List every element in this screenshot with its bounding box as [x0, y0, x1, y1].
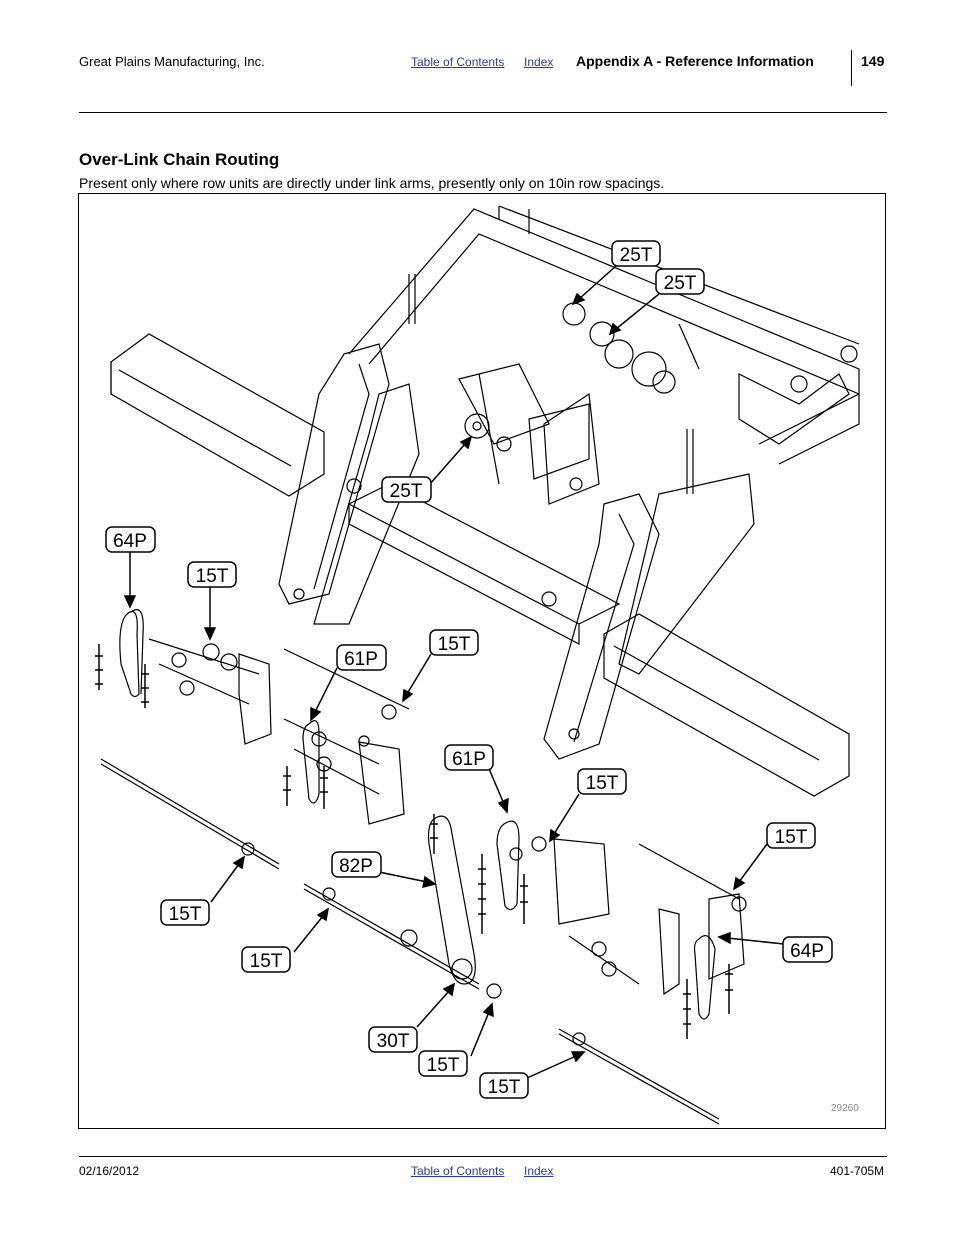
- footer-date: 02/16/2012: [79, 1164, 140, 1178]
- footer-toc-link[interactable]: Table of Contents: [411, 1164, 505, 1178]
- callout-15t-1: 15T: [187, 561, 237, 588]
- svg-text:15T: 15T: [196, 566, 229, 587]
- svg-text:61P: 61P: [344, 649, 378, 670]
- svg-text:25T: 25T: [390, 481, 423, 502]
- callout-61p-2: 61P: [444, 744, 494, 771]
- appendix-title: Appendix A - Reference Information: [576, 53, 814, 69]
- svg-text:15T: 15T: [488, 1077, 521, 1098]
- callout-15t-8: 15T: [479, 1072, 529, 1099]
- callout-15t-5: 15T: [160, 899, 210, 926]
- header-index-link[interactable]: Index: [524, 55, 554, 69]
- footer-index-link[interactable]: Index: [524, 1164, 554, 1178]
- svg-text:15T: 15T: [427, 1055, 460, 1076]
- callout-25t-2: 25T: [655, 268, 705, 295]
- header-divider: [851, 50, 852, 86]
- callout-25t-1: 25T: [611, 240, 661, 267]
- callout-25t-3: 25T: [381, 476, 432, 503]
- section-title: Over-Link Chain Routing: [79, 150, 280, 169]
- section-description: Present only where row units are directl…: [79, 175, 665, 191]
- page-number: 149: [861, 53, 885, 69]
- svg-text:25T: 25T: [620, 245, 653, 266]
- svg-text:82P: 82P: [339, 856, 373, 877]
- svg-text:61P: 61P: [452, 749, 486, 770]
- footer-rule: [79, 1156, 887, 1157]
- callout-15t-4: 15T: [766, 822, 816, 849]
- svg-text:30T: 30T: [377, 1031, 410, 1052]
- callout-15t-3: 15T: [577, 768, 627, 795]
- svg-text:15T: 15T: [250, 951, 283, 972]
- svg-text:15T: 15T: [169, 904, 202, 925]
- chain-routing-figure: 25T 25T 25T 64P 15T 61P: [78, 193, 886, 1129]
- svg-text:15T: 15T: [775, 827, 808, 848]
- svg-text:25T: 25T: [664, 273, 697, 294]
- callout-64p-2: 64P: [782, 936, 833, 963]
- header-toc-link[interactable]: Table of Contents: [411, 55, 505, 69]
- svg-text:15T: 15T: [586, 773, 619, 794]
- callout-15t-2: 15T: [429, 629, 479, 656]
- callout-15t-6: 15T: [241, 946, 291, 973]
- callout-15t-7: 15T: [418, 1050, 468, 1077]
- header-rule: [79, 112, 887, 113]
- footer-doc-number: 401-705M: [830, 1164, 885, 1178]
- figure-number: 29260: [831, 1103, 859, 1114]
- callout-82p: 82P: [331, 851, 382, 878]
- company-name: Great Plains Manufacturing, Inc.: [79, 54, 265, 69]
- svg-text:15T: 15T: [438, 634, 471, 655]
- callout-61p-1: 61P: [336, 644, 387, 671]
- callout-64p-1: 64P: [105, 526, 156, 553]
- svg-text:64P: 64P: [113, 531, 147, 552]
- svg-text:64P: 64P: [790, 941, 824, 962]
- callout-30t: 30T: [368, 1026, 418, 1053]
- chain-routing-drawing: 25T 25T 25T 64P 15T 61P: [95, 205, 860, 1125]
